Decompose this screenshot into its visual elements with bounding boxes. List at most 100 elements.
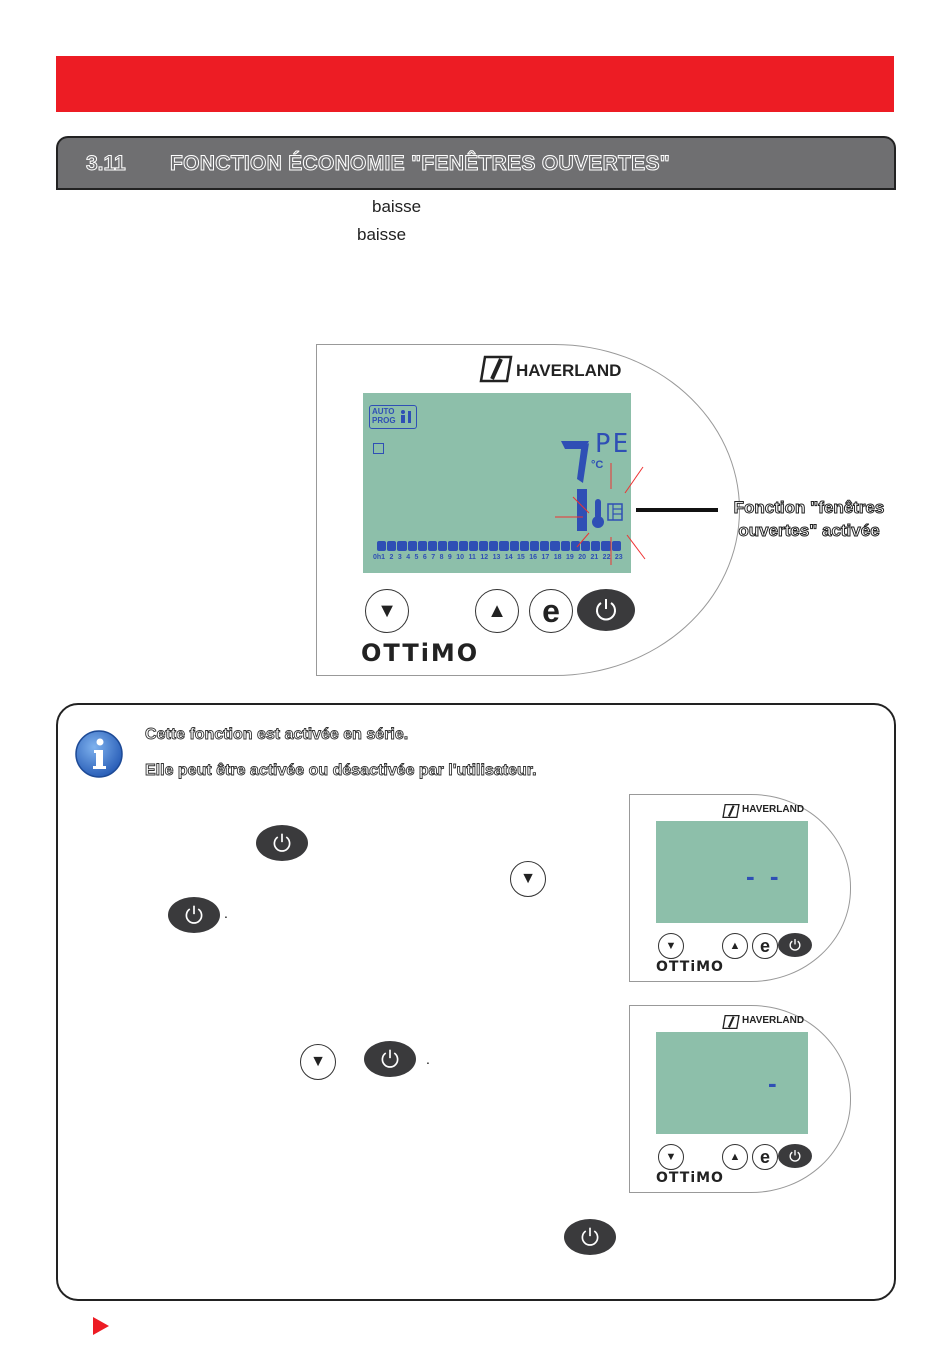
intro-word-2: baisse <box>357 225 407 244</box>
program-segment <box>407 541 417 551</box>
mode-line-2: PROG <box>372 416 396 425</box>
callout-leader <box>636 508 718 512</box>
program-segment <box>489 541 499 551</box>
period-1: . <box>224 905 228 921</box>
mini-lcd-1: - - <box>656 821 808 923</box>
info-line-1: Cette fonction est activée en série. <box>145 726 409 744</box>
down-button[interactable]: ▼ <box>365 589 409 633</box>
power-icon <box>273 833 291 852</box>
period-2: . <box>426 1051 430 1067</box>
program-segment <box>611 541 621 551</box>
hour-label: 6 <box>422 554 427 561</box>
mini-up-button: ▲ <box>722 1144 748 1170</box>
program-segment <box>591 541 601 551</box>
header-banner <box>56 56 894 112</box>
status-square-icon <box>373 443 384 454</box>
callout-label: Fonction "fenêtres ouvertes" activée <box>722 496 896 542</box>
eco-button[interactable]: e <box>529 589 573 633</box>
mini-lcd-2: - <box>656 1032 808 1134</box>
inline-power-button-4 <box>564 1219 616 1255</box>
hour-label: 13 <box>492 554 501 561</box>
hour-label: 22 <box>602 554 611 561</box>
program-segment <box>428 541 438 551</box>
hour-label: 18 <box>553 554 562 561</box>
program-segment <box>397 541 407 551</box>
inline-power-button-1 <box>256 825 308 861</box>
hour-label: 17 <box>541 554 550 561</box>
inline-down-button-1: ▼ <box>510 861 546 897</box>
mini-power-button <box>778 933 812 957</box>
intro-word-1: baisse <box>372 197 422 216</box>
program-segment <box>417 541 428 551</box>
power-icon <box>185 905 203 924</box>
program-segment <box>601 541 611 551</box>
haverland-logo-icon <box>722 1014 740 1030</box>
hour-label: 19 <box>565 554 574 561</box>
lcd-unit: °C <box>591 459 604 471</box>
model-name: OTTiMO <box>361 639 480 667</box>
hour-label: 4 <box>406 554 411 561</box>
brand-name: HAVERLAND <box>516 361 622 380</box>
info-line-2: Elle peut être activée ou désactivée par… <box>145 762 537 780</box>
program-segment <box>468 541 479 551</box>
program-segment <box>530 541 540 551</box>
hour-label: 20 <box>578 554 586 561</box>
program-segment <box>519 541 530 551</box>
power-icon <box>381 1049 399 1068</box>
section-header: 3.11 FONCTION ÉCONOMIE "FENÊTRES OUVERTE… <box>56 136 896 190</box>
mini-reading-2: - <box>768 1068 777 1098</box>
lcd-code: PE <box>595 429 631 459</box>
mode-line-1: AUTO <box>372 407 395 416</box>
program-segment <box>377 541 387 551</box>
hour-label: 0h1 <box>373 554 386 561</box>
hour-label: 5 <box>414 554 419 561</box>
haverland-logo-icon <box>722 803 740 819</box>
mini-up-button: ▲ <box>722 933 748 959</box>
callout-line-2: ouvertes" activée <box>738 521 880 541</box>
hour-label: 3 <box>397 554 402 561</box>
auto-prog-indicator: AUTO PROG <box>369 405 417 429</box>
inline-power-button-3 <box>364 1041 416 1077</box>
program-segment <box>387 541 397 551</box>
mini-power-button <box>778 1144 812 1168</box>
power-icon <box>596 599 616 621</box>
hour-label: 10 <box>456 554 465 561</box>
program-segment <box>560 541 570 551</box>
flash-rays-icon <box>555 463 646 565</box>
hour-label: 11 <box>468 554 476 561</box>
hour-label: 12 <box>480 554 489 561</box>
mini-display-2: HAVERLAND - ▼ ▲ e OTTiMO <box>629 1005 851 1193</box>
program-segment <box>499 541 509 551</box>
mini-eco-button: e <box>752 1144 778 1170</box>
section-number: 3.11 <box>86 152 127 176</box>
program-segment <box>509 541 519 551</box>
inline-power-button-2 <box>168 897 220 933</box>
program-segment <box>550 541 560 551</box>
up-button[interactable]: ▲ <box>475 589 519 633</box>
hour-label: 23 <box>614 554 623 561</box>
mini-down-button: ▼ <box>658 933 684 959</box>
power-icon <box>581 1227 599 1246</box>
red-triangle-icon <box>92 1316 110 1336</box>
hour-label: 15 <box>517 554 525 561</box>
digit-segment <box>577 489 587 531</box>
temperature-digit <box>559 437 593 537</box>
hour-label: 2 <box>389 554 394 561</box>
mini-model-2: OTTiMO <box>656 1170 724 1186</box>
thermometer-icon <box>591 497 605 529</box>
mini-model-1: OTTiMO <box>656 959 724 975</box>
program-segment <box>479 541 489 551</box>
section-title: FONCTION ÉCONOMIE "FENÊTRES OUVERTES" <box>169 152 671 176</box>
callout-line-1: Fonction "fenêtres <box>733 498 885 518</box>
section-underline <box>56 188 894 190</box>
power-icon <box>789 939 801 951</box>
haverland-logo-icon <box>479 355 513 383</box>
program-segment <box>458 541 468 551</box>
program-segment <box>581 541 591 551</box>
mini-reading-1: - - <box>746 861 783 891</box>
program-segment <box>438 541 448 551</box>
power-button[interactable] <box>577 589 635 631</box>
inline-down-button-2: ▼ <box>300 1044 336 1080</box>
